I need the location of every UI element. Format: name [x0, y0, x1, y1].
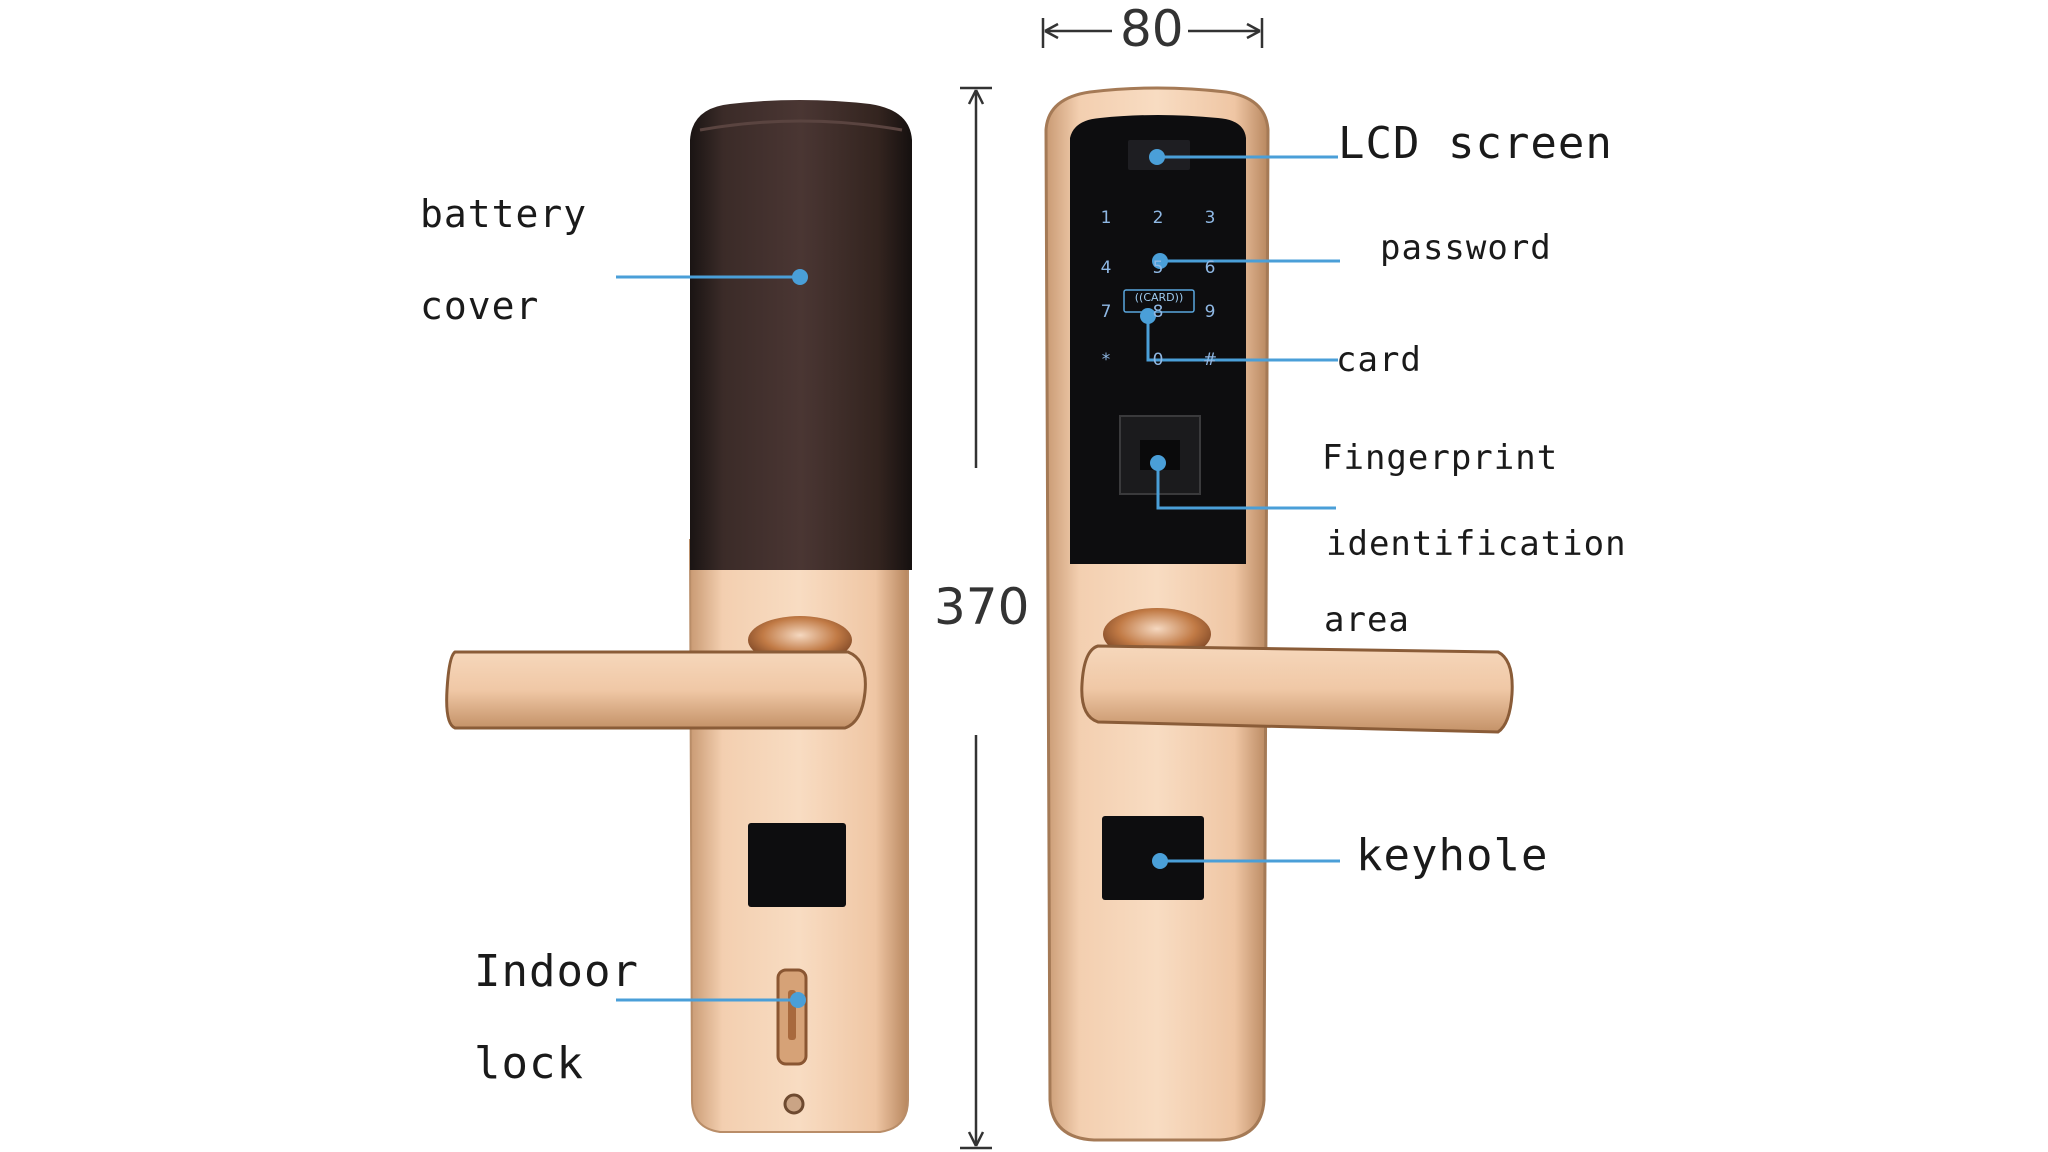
label-lcd-screen: LCD screen	[1338, 118, 1613, 169]
keypad-key-5[interactable]: 6	[1204, 258, 1216, 278]
fingerprint-sensor	[1119, 415, 1201, 495]
leader-lines	[616, 155, 1340, 1002]
keypad-key-6[interactable]: 7	[1100, 302, 1112, 322]
height-dimension: 370	[934, 578, 1030, 636]
label-battery: battery	[420, 192, 588, 236]
indoor-black-pad	[748, 823, 846, 907]
indoor-unit	[445, 100, 912, 1133]
keypad-key-4[interactable]: 5	[1152, 258, 1164, 278]
label-card: card	[1336, 340, 1422, 380]
outdoor-handle	[1080, 644, 1514, 734]
keypad-key-11[interactable]: #	[1202, 350, 1218, 370]
outdoor-black-panel	[1070, 115, 1246, 564]
battery-cover-panel	[690, 100, 912, 570]
keypad-key-7[interactable]: 8	[1152, 302, 1164, 322]
keypad-key-9[interactable]: *	[1101, 350, 1111, 370]
keypad-key-1[interactable]: 2	[1152, 208, 1164, 228]
indoor-screw	[783, 1093, 805, 1115]
keypad-key-0[interactable]: 1	[1100, 208, 1112, 228]
width-dimension: 80	[1120, 0, 1184, 58]
keypad-key-8[interactable]: 9	[1204, 302, 1216, 322]
indoor-handle	[445, 650, 867, 730]
keypad-key-3[interactable]: 4	[1100, 258, 1112, 278]
label-area: area	[1324, 600, 1410, 640]
leader-dots	[790, 149, 1168, 1008]
card-reader-text: ((CARD))	[1134, 291, 1184, 304]
label-keyhole: keyhole	[1356, 830, 1549, 881]
label-identification: identification	[1326, 524, 1627, 564]
label-fingerprint: Fingerprint	[1322, 438, 1559, 478]
keypad-key-10[interactable]: 0	[1152, 350, 1164, 370]
label-password: password	[1380, 228, 1552, 268]
outdoor-unit	[1044, 86, 1514, 1142]
card-reader	[1123, 289, 1195, 313]
keypad-key-2[interactable]: 3	[1204, 208, 1216, 228]
label-battery-cover: cover	[420, 284, 540, 328]
dimension-lines	[960, 18, 1264, 1150]
label-indoor-lock: lock	[474, 1038, 584, 1089]
label-indoor: Indoor	[474, 946, 639, 997]
